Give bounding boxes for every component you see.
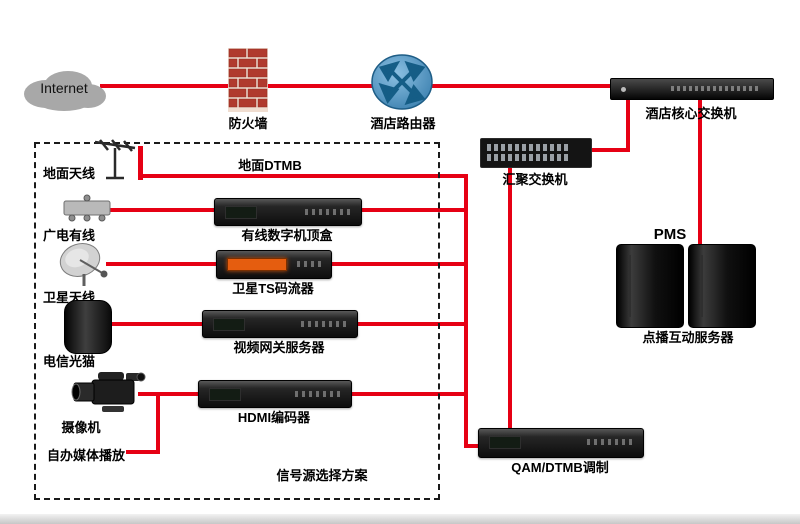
stb-label: 有线数字机顶盒 bbox=[241, 228, 333, 243]
hdmi-encoder-display bbox=[209, 388, 241, 401]
link-encoder-bus bbox=[348, 392, 468, 396]
ts-streamer-label: 卫星TS码流器 bbox=[232, 281, 314, 296]
vod-server-tower-2 bbox=[688, 244, 756, 328]
firewall-icon bbox=[228, 48, 268, 112]
link-selfmedia-encoder-h bbox=[126, 450, 160, 454]
camera-icon bbox=[68, 364, 146, 418]
link-coreswitch-vodserver bbox=[698, 100, 702, 246]
link-selfmedia-encoder-v bbox=[156, 392, 160, 454]
video-gateway-buttons bbox=[301, 321, 347, 327]
core-switch-device bbox=[610, 78, 774, 100]
terrestrial-antenna-label: 地面天线 bbox=[42, 166, 95, 181]
telecom-modem-icon bbox=[64, 300, 112, 354]
stb-buttons bbox=[305, 209, 351, 215]
core-switch-label: 酒店核心交换机 bbox=[645, 106, 737, 121]
core-switch-led bbox=[621, 87, 626, 92]
link-bus-qam bbox=[464, 444, 482, 448]
satellite-dish-icon bbox=[56, 240, 112, 288]
agg-switch-label: 汇聚交换机 bbox=[502, 172, 568, 187]
telecom-modem-label: 电信光猫 bbox=[42, 354, 95, 369]
link-internet-firewall bbox=[100, 84, 230, 88]
link-cable-stb bbox=[108, 208, 214, 212]
vod-server-tower-1 bbox=[616, 244, 684, 328]
antenna-feed-line bbox=[138, 146, 143, 180]
agg-switch-ports-row1 bbox=[487, 144, 569, 151]
ts-streamer-buttons bbox=[297, 261, 321, 267]
self-media-label: 自办媒体播放 bbox=[46, 448, 125, 463]
link-dish-tsstreamer bbox=[106, 262, 216, 266]
video-gateway-display bbox=[213, 318, 245, 331]
link-tsstreamer-bus bbox=[328, 262, 468, 266]
link-coreswitch-aggswitch-h bbox=[590, 148, 630, 152]
link-aggswitch-qam bbox=[508, 166, 512, 434]
page-bottom-edge bbox=[0, 514, 800, 524]
vod-server-label: 点播互动服务器 bbox=[642, 330, 734, 345]
hdmi-encoder-label: HDMI编码器 bbox=[237, 410, 311, 425]
stb-display bbox=[225, 206, 257, 219]
router-label: 酒店路由器 bbox=[370, 116, 436, 131]
tower-groove bbox=[629, 255, 631, 317]
cable-splitter-icon bbox=[60, 194, 114, 224]
qam-modulator-label: QAM/DTMB调制 bbox=[511, 460, 609, 475]
source-plan-label: 信号源选择方案 bbox=[276, 468, 368, 483]
qam-modulator-buttons bbox=[587, 439, 633, 445]
qam-modulator-device bbox=[478, 428, 644, 458]
link-coreswitch-aggswitch-v bbox=[626, 100, 630, 152]
source-bus-line bbox=[464, 174, 468, 448]
link-antenna-bus bbox=[138, 174, 468, 178]
link-gateway-bus bbox=[354, 322, 468, 326]
signal-source-group-box bbox=[34, 142, 440, 500]
core-switch-ports bbox=[671, 86, 761, 91]
link-stb-bus bbox=[358, 208, 468, 212]
video-gateway-label: 视频网关服务器 bbox=[233, 340, 325, 355]
hdmi-encoder-buttons bbox=[295, 391, 341, 397]
router-icon bbox=[370, 52, 434, 114]
internet-cloud-icon: Internet bbox=[20, 62, 108, 114]
cable-tv-label: 广电有线 bbox=[42, 228, 95, 243]
stb-device bbox=[214, 198, 362, 226]
link-camera-encoder bbox=[138, 392, 198, 396]
internet-label: Internet bbox=[40, 80, 88, 96]
agg-switch-device bbox=[480, 138, 592, 168]
link-router-coreswitch bbox=[430, 84, 614, 88]
link-modem-gateway bbox=[108, 322, 202, 326]
pms-label: PMS bbox=[653, 226, 687, 243]
camera-label: 摄像机 bbox=[61, 420, 101, 435]
ts-streamer-device bbox=[216, 250, 332, 279]
terrestrial-antenna-icon bbox=[90, 138, 140, 180]
terrestrial-dtmb-label: 地面DTMB bbox=[238, 158, 302, 173]
tower-groove bbox=[701, 255, 703, 317]
video-gateway-device bbox=[202, 310, 358, 338]
qam-modulator-display bbox=[489, 436, 521, 449]
agg-switch-ports-row2 bbox=[487, 154, 569, 161]
firewall-label: 防火墙 bbox=[228, 116, 268, 131]
hdmi-encoder-device bbox=[198, 380, 352, 408]
ts-streamer-display bbox=[227, 258, 287, 271]
link-firewall-router bbox=[266, 84, 374, 88]
